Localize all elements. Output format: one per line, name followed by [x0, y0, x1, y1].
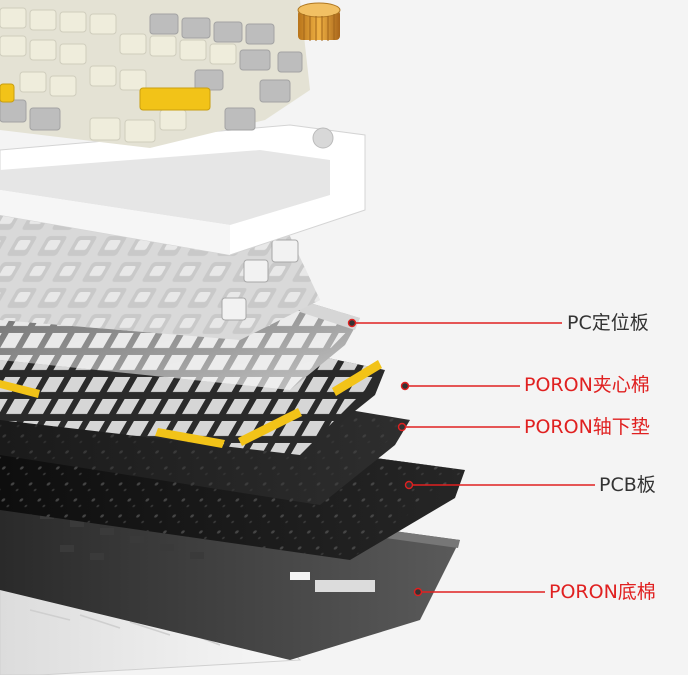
pcb-callout-dot — [404, 480, 414, 490]
callout-label-poron-bottom-foam: PORON底棉 — [549, 581, 656, 603]
callout-lines — [347, 318, 595, 597]
bottom-foam-callout-dot — [413, 587, 423, 597]
keycap-rows — [0, 7, 303, 143]
middle-foam-callout-dot — [400, 381, 410, 391]
plate-callout-dot — [347, 318, 357, 328]
callout-label-poron-switch-pad: PORON轴下垫 — [524, 416, 650, 438]
stabilizer-foam-strips — [0, 360, 382, 448]
callout-label-poron-middle-foam: PORON夹心棉 — [524, 374, 650, 396]
enter-keycap — [0, 83, 211, 111]
top-frame — [0, 124, 366, 256]
callout-label-pcb: PCB板 — [599, 474, 656, 496]
switch-pad-callout-dot — [397, 422, 407, 432]
gold-knob — [297, 2, 341, 41]
keycaps-layer — [0, 0, 310, 148]
bottom-foam-cutouts — [290, 572, 375, 592]
callout-label-plate: PC定位板 — [567, 312, 649, 334]
